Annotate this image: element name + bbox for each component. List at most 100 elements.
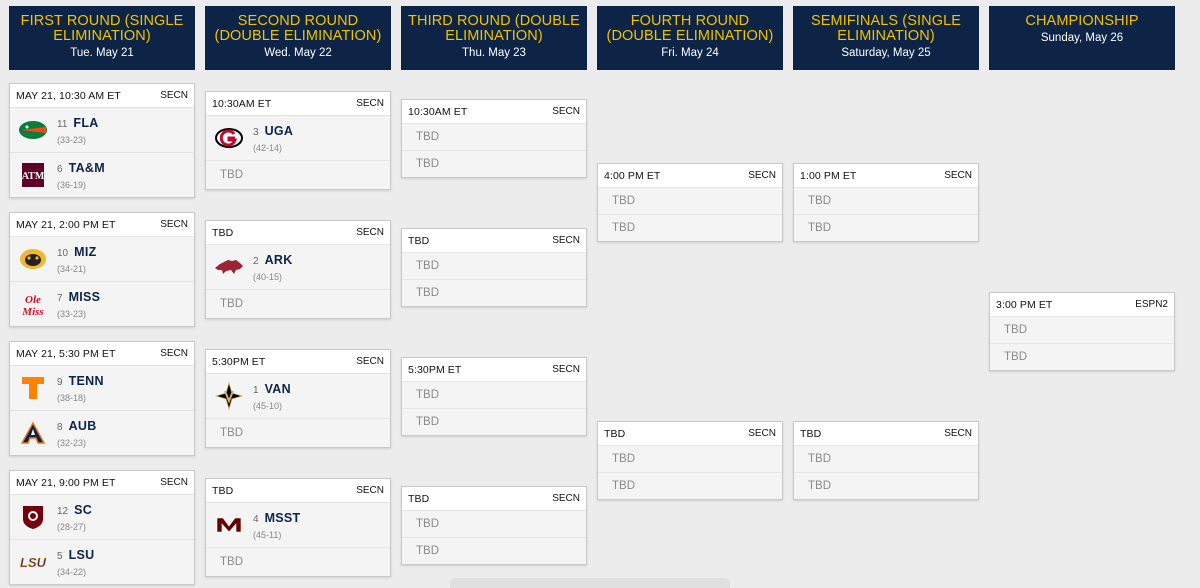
tbd-team-row: TBD (402, 510, 586, 537)
team-seed: 5 (57, 550, 63, 562)
game-time: 10:30AM ET (212, 97, 272, 110)
round-title: THIRD ROUND (DOUBLE ELIMINATION) (408, 13, 580, 44)
round-title: SEMIFINALS (SINGLE ELIMINATION) (810, 13, 962, 44)
round-header-semifinals: SEMIFINALS (SINGLE ELIMINATION) Saturday… (793, 6, 979, 70)
game-network: SECN (356, 485, 384, 496)
game-time: TBD (800, 427, 822, 440)
team-record: (33-23) (57, 308, 87, 319)
team-seed: 9 (57, 376, 63, 388)
svg-text:LSU: LSU (20, 555, 47, 570)
tbd-team-row: TBD (206, 160, 390, 189)
game-card[interactable]: TBD SECN TBD TBD (597, 421, 783, 500)
team-seed: 2 (253, 255, 259, 267)
game-network: SECN (552, 493, 580, 504)
game-card[interactable]: 1:00 PM ET SECN TBD TBD (793, 163, 979, 242)
game-network: SECN (356, 227, 384, 238)
game-card[interactable]: TBD SECN TBD TBD (401, 486, 587, 565)
tbd-team-row: TBD (206, 418, 390, 447)
team-row[interactable]: 4 MSST (45-11) (206, 502, 390, 547)
game-time: 1:00 PM ET (800, 169, 857, 182)
team-seed: 11 (57, 118, 68, 130)
tbd-team-row: TBD (794, 472, 978, 499)
game-header: 1:00 PM ET SECN (794, 164, 978, 187)
vanderbilt-logo-icon (214, 382, 244, 410)
game-header: TBD SECN (402, 487, 586, 510)
tbd-team-row: TBD (990, 343, 1174, 370)
team-name: SC (74, 502, 93, 517)
svg-text:Ole: Ole (25, 294, 41, 306)
game-card[interactable]: TBD SECN 4 MSST (45-11) TBD (205, 478, 391, 577)
game-network: SECN (552, 106, 580, 117)
game-header: TBD SECN (598, 422, 782, 445)
game-header: 3:00 PM ET ESPN2 (990, 293, 1174, 316)
game-time: TBD (212, 226, 234, 239)
tbd-team-row: TBD (402, 252, 586, 279)
team-name: TENN (68, 373, 104, 388)
game-card[interactable]: 3:00 PM ET ESPN2 TBD TBD (989, 292, 1175, 371)
team-record: (42-14) (253, 142, 283, 153)
game-header: MAY 21, 5:30 PM ET SECN (10, 342, 194, 365)
tbd-team-row: TBD (206, 289, 390, 318)
game-header: TBD SECN (206, 479, 390, 502)
game-network: SECN (552, 364, 580, 375)
game-card[interactable]: TBD SECN TBD TBD (401, 228, 587, 307)
georgia-logo-icon (214, 125, 244, 151)
round-header-third: THIRD ROUND (DOUBLE ELIMINATION) Thu. Ma… (401, 6, 587, 70)
team-record: (33-23) (57, 134, 87, 145)
horizontal-scrollbar[interactable] (450, 578, 730, 588)
game-card[interactable]: TBD SECN TBD TBD (793, 421, 979, 500)
game-network: SECN (944, 428, 972, 439)
gator-logo-icon (18, 117, 48, 143)
team-name: MSST (264, 510, 301, 525)
game-time: 4:00 PM ET (604, 169, 661, 182)
team-name: MISS (68, 289, 101, 304)
team-record: (36-19) (57, 179, 87, 190)
round-header-fourth: FOURTH ROUND (DOUBLE ELIMINATION) Fri. M… (597, 6, 783, 70)
tbd-team-row: TBD (206, 547, 390, 576)
team-name: TA&M (68, 160, 105, 175)
game-card[interactable]: 4:00 PM ET SECN TBD TBD (597, 163, 783, 242)
gamecock-logo-icon (18, 504, 48, 530)
team-seed: 4 (253, 513, 259, 525)
game-header: MAY 21, 9:00 PM ET SECN (10, 471, 194, 494)
round-title: SECOND ROUND (DOUBLE ELIMINATION) (214, 13, 382, 44)
game-card[interactable]: 5:30PM ET SECN TBD TBD (401, 357, 587, 436)
game-time: 10:30AM ET (408, 105, 468, 118)
game-network: SECN (160, 219, 188, 230)
game-card[interactable]: 10:30AM ET SECN TBD TBD (401, 99, 587, 178)
team-name: MIZ (74, 244, 97, 259)
round-date: Saturday, May 25 (841, 47, 931, 59)
tbd-team-row: TBD (598, 214, 782, 241)
team-name: ARK (264, 252, 293, 267)
razorback-logo-icon (214, 254, 244, 280)
game-header: TBD SECN (402, 229, 586, 252)
round-date: Tue. May 21 (70, 47, 134, 59)
tbd-team-row: TBD (598, 472, 782, 499)
team-seed: 10 (57, 247, 69, 259)
game-header: MAY 21, 10:30 AM ET SECN (10, 84, 194, 107)
game-time: 5:30PM ET (212, 355, 266, 368)
round-title: FOURTH ROUND (DOUBLE ELIMINATION) (606, 13, 774, 44)
team-record: (45-11) (253, 529, 282, 540)
team-name: VAN (264, 381, 291, 396)
game-time: TBD (408, 234, 430, 247)
team-seed: 12 (57, 505, 69, 517)
